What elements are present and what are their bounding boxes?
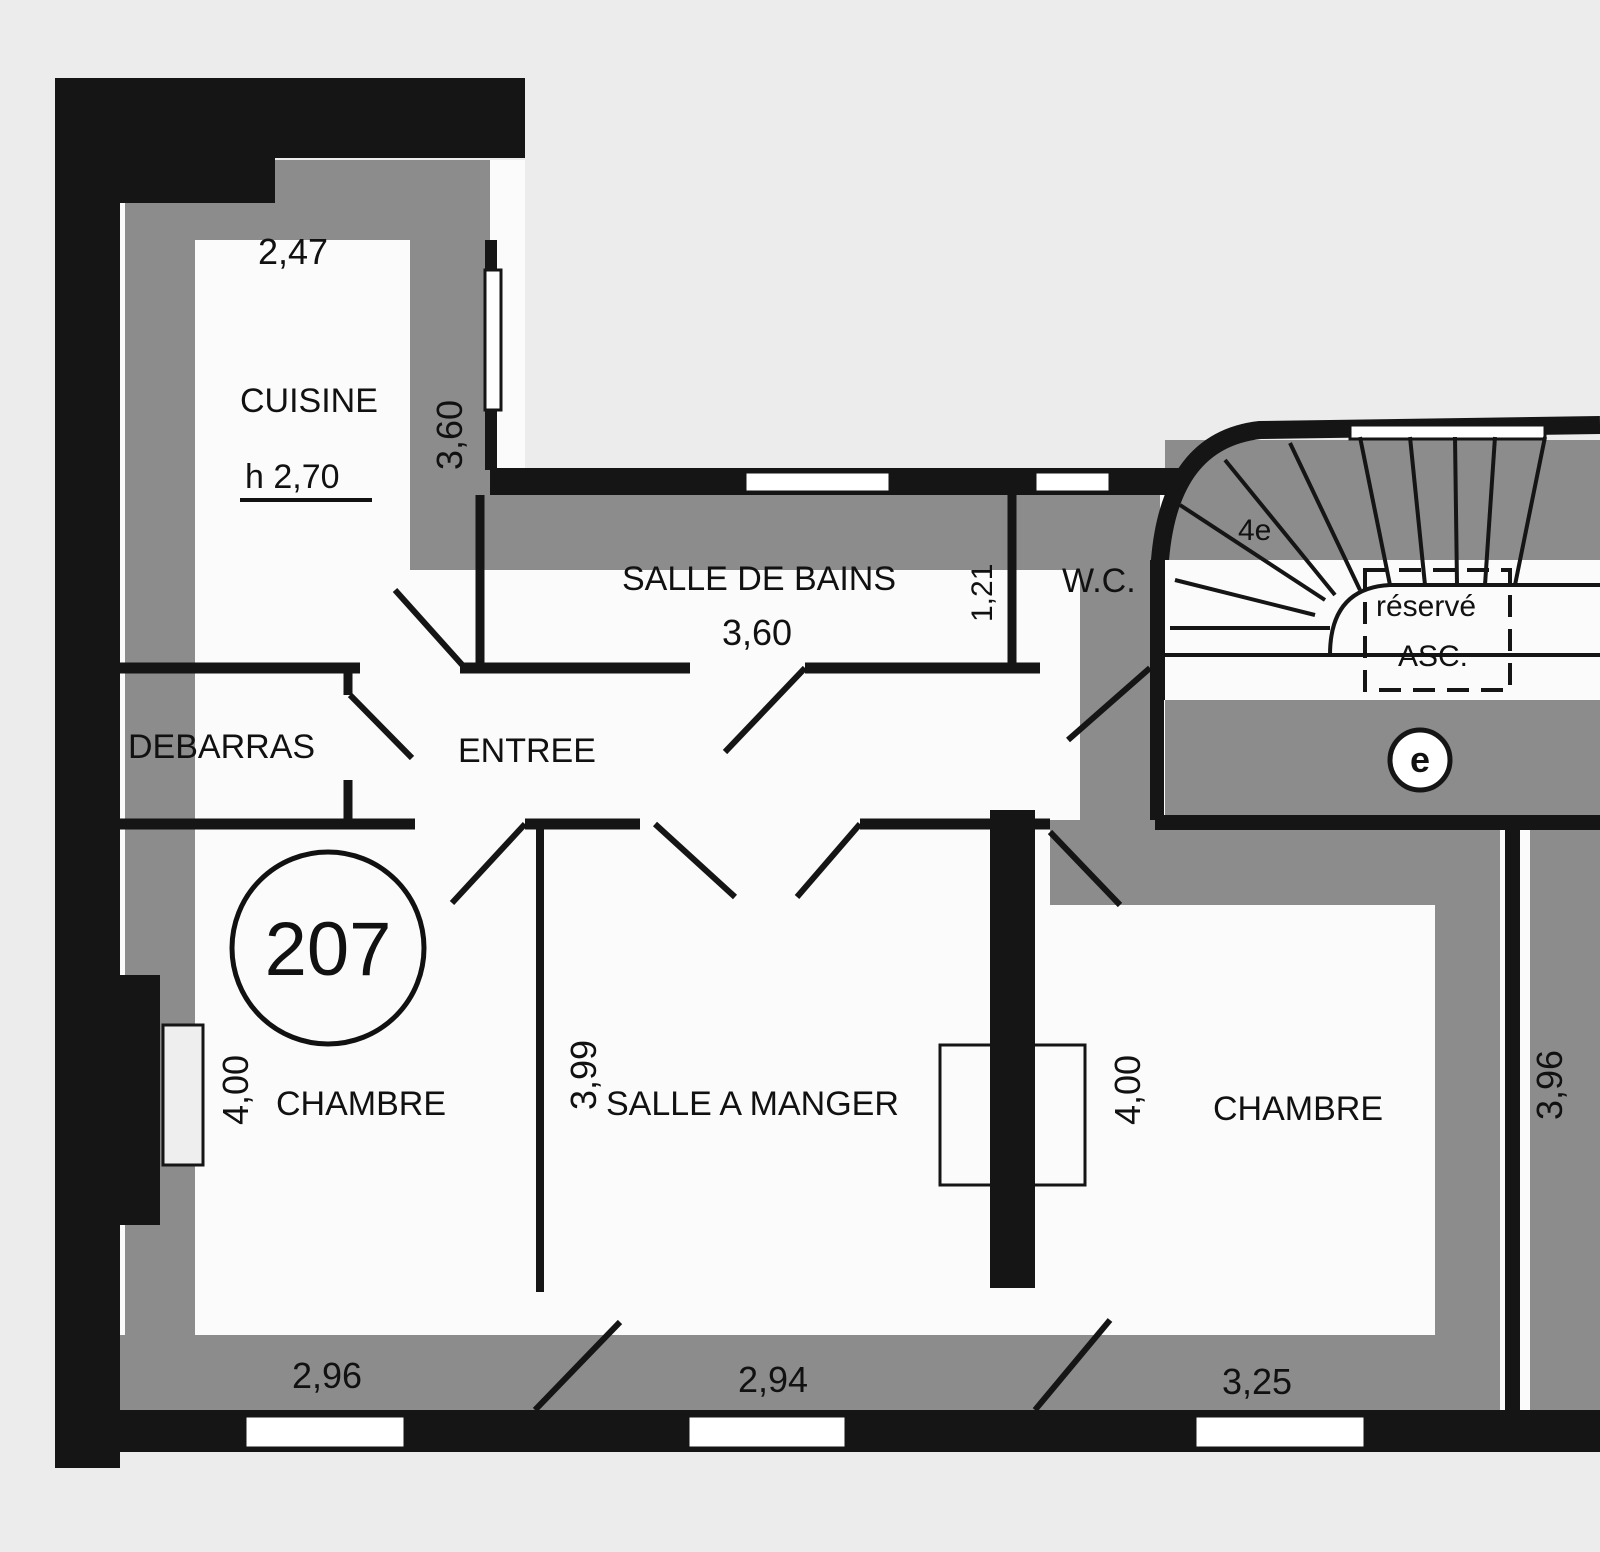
door-swings — [347, 587, 1152, 1413]
partitions — [120, 495, 1050, 1292]
fireplace-center — [938, 1043, 1087, 1187]
salle-de-bains-width-dim: 3,60 — [722, 612, 792, 653]
windows — [243, 268, 1547, 1450]
unit-number: 207 — [265, 907, 392, 992]
staircase — [1165, 436, 1600, 700]
elevator-asc-label: ASC. — [1398, 640, 1468, 673]
salle-a-manger-width-dim: 2,94 — [738, 1359, 808, 1400]
elevator-reserved-label: réservé — [1376, 590, 1476, 623]
unit-number-circle — [229, 849, 427, 1047]
salle-a-manger-depth-dim: 3,99 — [563, 1040, 604, 1110]
salle-de-bains-depth-dim: 1,21 — [966, 564, 999, 622]
stair-symbol: e — [1410, 739, 1430, 780]
chambre-left-width-dim: 2,96 — [292, 1355, 362, 1396]
next-room-depth-dim: 3,96 — [1529, 1050, 1570, 1120]
cuisine-depth-dim: 3,60 — [429, 400, 470, 470]
entree-label: ENTREE — [458, 732, 596, 770]
salle-de-bains-label: SALLE DE BAINS — [622, 560, 896, 598]
cuisine-width-dim: 2,47 — [258, 231, 328, 272]
exterior-top-right — [525, 0, 1600, 470]
stair-symbol-circle — [1387, 727, 1453, 793]
wc-label: W.C. — [1062, 562, 1136, 600]
debarras-label: DEBARRAS — [128, 728, 315, 766]
chambre-left-label: CHAMBRE — [276, 1085, 446, 1123]
chambre-right-width-dim: 3,25 — [1222, 1361, 1292, 1402]
radiator-left — [161, 1023, 205, 1167]
stair-outer-wall — [1151, 416, 1600, 700]
chambre-left-depth-dim: 4,00 — [215, 1055, 256, 1125]
chambre-right-label: CHAMBRE — [1213, 1090, 1383, 1128]
cuisine-label: CUISINE — [240, 382, 378, 420]
cuisine-height: h 2,70 — [245, 458, 340, 496]
chambre-right-depth-dim: 4,00 — [1107, 1055, 1148, 1125]
stair-floor-mark: 4e — [1238, 514, 1271, 547]
salle-a-manger-label: SALLE A MANGER — [606, 1085, 899, 1123]
